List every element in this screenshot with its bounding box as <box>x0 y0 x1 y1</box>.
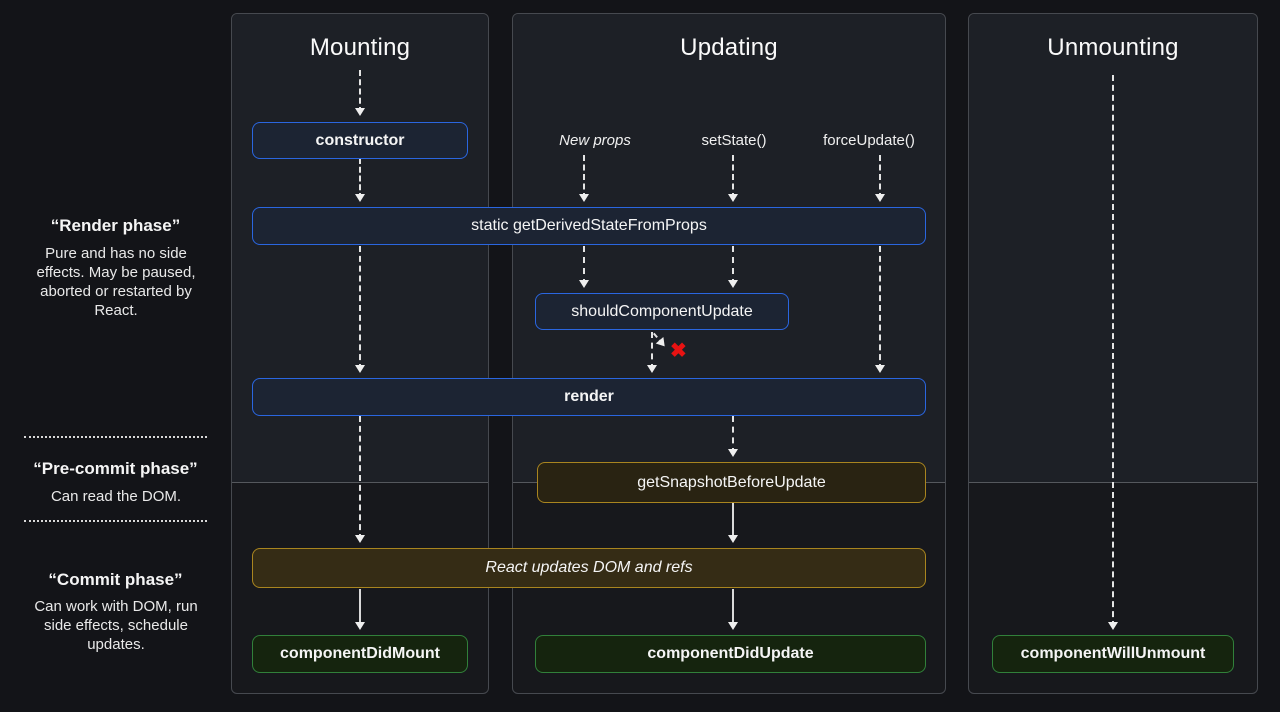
commit-phase-title: “Commit phase” <box>48 570 183 589</box>
method-constructor[interactable]: constructor <box>252 122 468 159</box>
arrow-snapshot-to-domupdate <box>728 503 738 543</box>
pre-commit-phase-description: Can read the DOM. <box>50 488 182 505</box>
column-title-mounting: Mounting <box>309 34 411 61</box>
render-phase-title: “Render phase” <box>50 216 181 235</box>
arrow-domupdate-to-didupdate <box>728 589 738 630</box>
trigger-set-state: setState() <box>701 132 767 149</box>
trigger-new-props: New props <box>559 132 631 149</box>
arrow-gdsfp-to-scu-right <box>728 246 738 288</box>
method-get-snapshot-before-update[interactable]: getSnapshotBeforeUpdate <box>537 462 926 503</box>
arrow-forceupdate-to-gdsfp <box>875 155 885 202</box>
cancel-x-icon: ✖ <box>670 340 687 362</box>
pre-commit-phase-title: “Pre-commit phase” <box>33 459 198 478</box>
arrow-setstate-to-gdsfp <box>728 155 738 202</box>
method-get-derived-state-from-props[interactable]: static getDerivedStateFromProps <box>252 207 926 245</box>
phase-divider-bottom <box>24 520 207 522</box>
arrow-render-to-domupdate-mounting <box>355 416 365 543</box>
arrow-constructor-to-gdsfp <box>355 158 365 202</box>
arrow-scu-to-render <box>647 332 657 373</box>
arrow-domupdate-to-didmount <box>355 589 365 630</box>
commit-phase-description: Can work with DOM, run side effects, sch… <box>34 598 198 653</box>
arrow-newprops-to-gdsfp <box>579 155 589 202</box>
react-updates-dom-step: React updates DOM and refs <box>252 548 926 588</box>
arrow-forceupdate-to-render <box>875 246 885 373</box>
column-title-unmounting: Unmounting <box>1047 34 1179 61</box>
column-title-updating: Updating <box>680 34 778 61</box>
method-component-will-unmount[interactable]: componentWillUnmount <box>992 635 1234 673</box>
trigger-force-update: forceUpdate() <box>823 132 915 149</box>
arrow-gdsfp-to-render-mounting <box>355 246 365 373</box>
method-component-did-update[interactable]: componentDidUpdate <box>535 635 926 673</box>
method-render[interactable]: render <box>252 378 926 416</box>
arrow-render-to-snapshot <box>728 416 738 457</box>
phase-divider-top <box>24 436 207 438</box>
arrow-unmounting-to-willunmount <box>1108 75 1118 630</box>
arrow-mounting-start <box>355 70 365 116</box>
method-component-did-mount[interactable]: componentDidMount <box>252 635 468 673</box>
render-phase-description: Pure and has no side effects. May be pau… <box>36 245 196 319</box>
method-should-component-update[interactable]: shouldComponentUpdate <box>535 293 789 330</box>
arrow-gdsfp-to-scu-left <box>579 246 589 288</box>
